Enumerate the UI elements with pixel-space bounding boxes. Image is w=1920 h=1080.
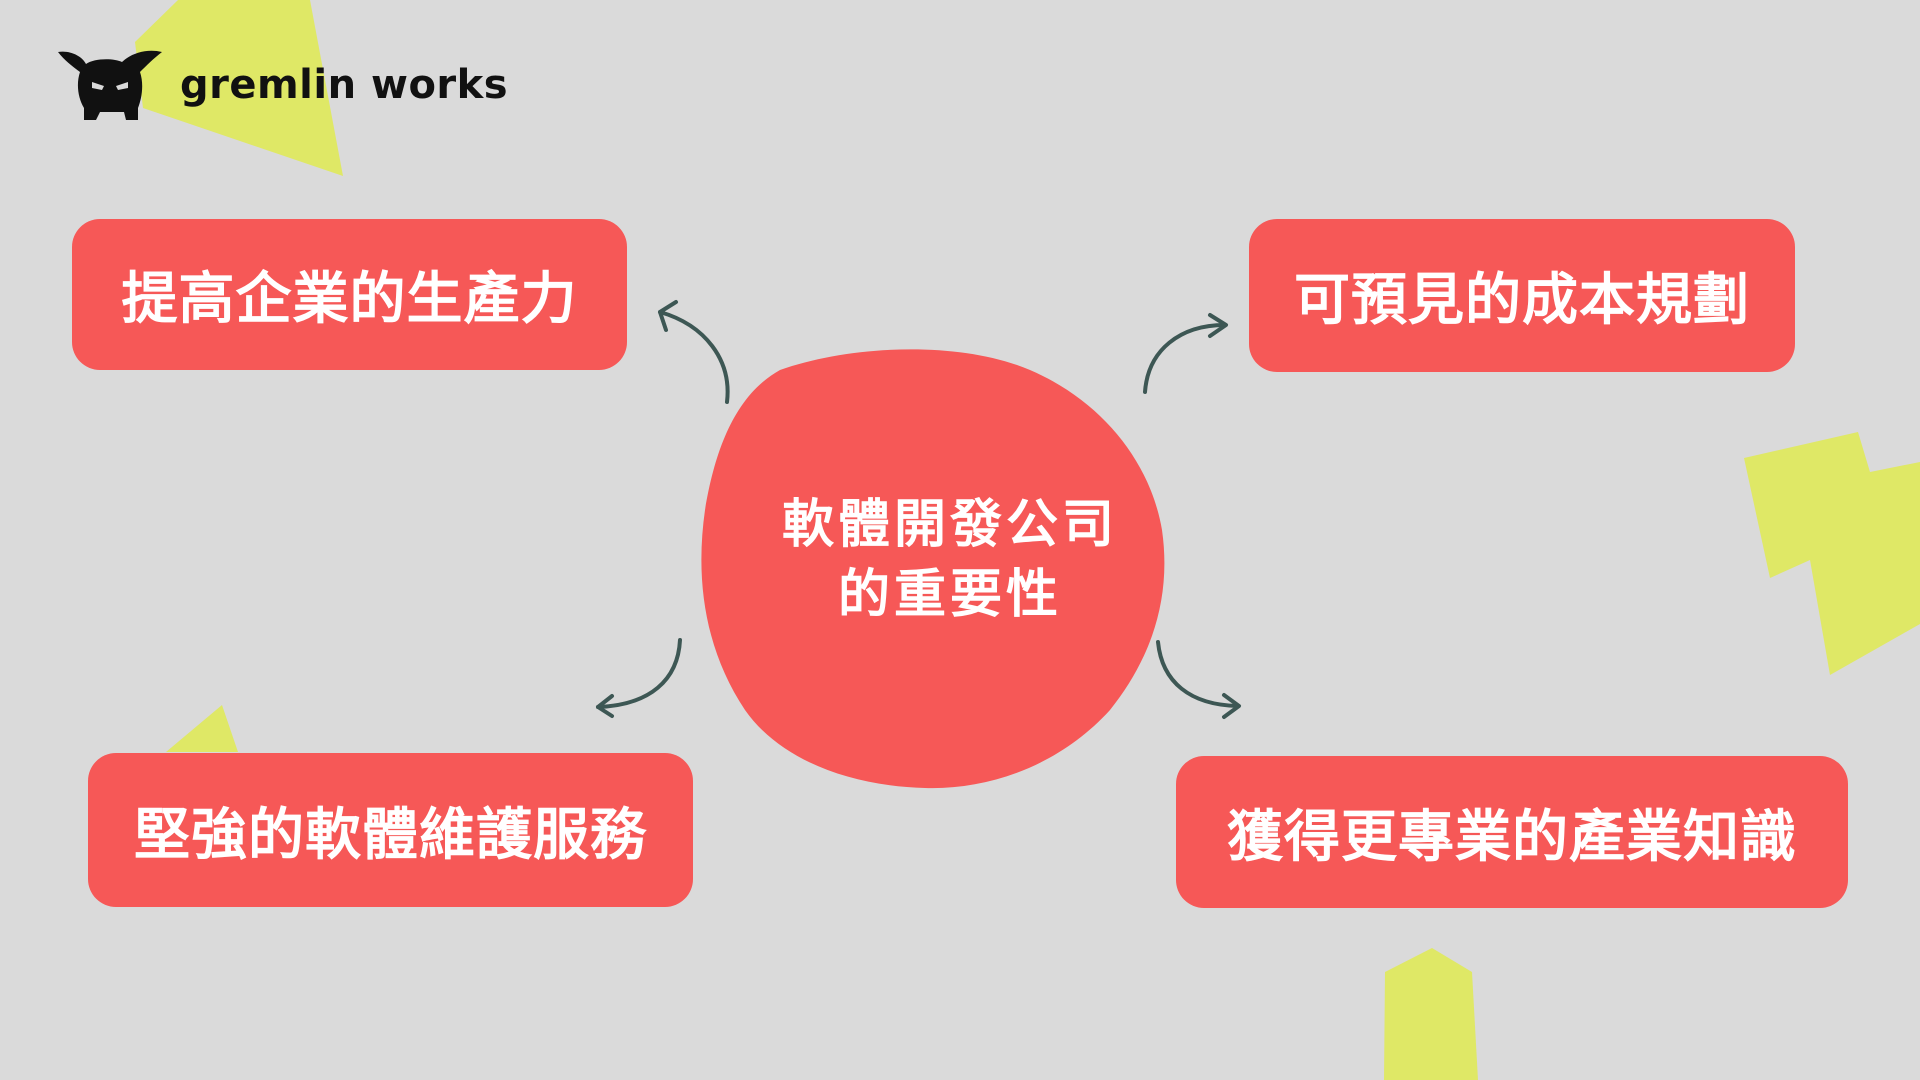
node-bottom-left: 堅強的軟體維護服務 xyxy=(88,753,693,907)
deco-shape-right xyxy=(1744,432,1920,675)
center-title: 軟體開發公司 的重要性 xyxy=(700,490,1200,630)
gremlin-mascot-icon xyxy=(58,50,162,120)
arrowhead-top-left xyxy=(658,300,678,332)
arrow-to-bottom-left xyxy=(596,638,682,709)
logo-text: gremlin works xyxy=(180,62,509,108)
arrow-to-top-left xyxy=(658,310,730,404)
center-title-line-1: 軟體開發公司 xyxy=(781,495,1118,555)
node-bottom-right: 獲得更專業的產業知識 xyxy=(1176,756,1848,908)
deco-triangle-bottom-left xyxy=(166,705,238,752)
center-title-line-2: 的重要性 xyxy=(837,565,1062,625)
logo: gremlin works xyxy=(54,48,508,122)
arrowhead-bottom-right xyxy=(1222,693,1241,719)
node-top-right: 可預見的成本規劃 xyxy=(1249,219,1795,372)
arrowhead-top-right xyxy=(1208,313,1228,338)
arrowhead-bottom-left xyxy=(596,694,614,718)
deco-triangle-top xyxy=(135,0,343,176)
arrow-to-top-right xyxy=(1143,323,1227,394)
arrow-to-bottom-right xyxy=(1156,640,1240,708)
deco-shape-bottom xyxy=(1384,948,1478,1080)
node-top-left: 提高企業的生產力 xyxy=(72,219,627,370)
